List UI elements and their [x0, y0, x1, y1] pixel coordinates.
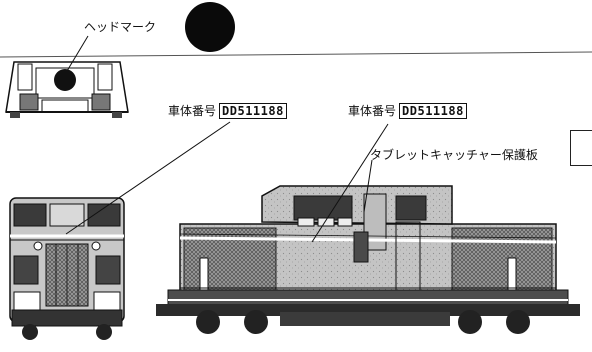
- body-number-prefix-2: 車体番号: [348, 104, 397, 118]
- front-view: [9, 197, 125, 340]
- headmark-label: ヘッドマーク: [84, 20, 157, 34]
- tablet-catcher-label: タブレットキャッチャー保護板: [370, 148, 538, 162]
- headmark-disc: [185, 2, 235, 52]
- body-number-value-1: DD511188: [219, 103, 287, 119]
- leader-body-number-front: [65, 121, 231, 235]
- leader-headmark: [63, 35, 89, 77]
- body-number-value-2: DD511188: [399, 103, 467, 119]
- leader-body-number-side: [311, 123, 389, 243]
- leader-tablet-catcher: [363, 159, 373, 213]
- cropped-callout-box: [570, 130, 592, 166]
- separator-line: [0, 51, 592, 58]
- side-view: [156, 185, 580, 334]
- small-front-view: [5, 61, 129, 118]
- body-number-prefix-1: 車体番号: [168, 104, 217, 118]
